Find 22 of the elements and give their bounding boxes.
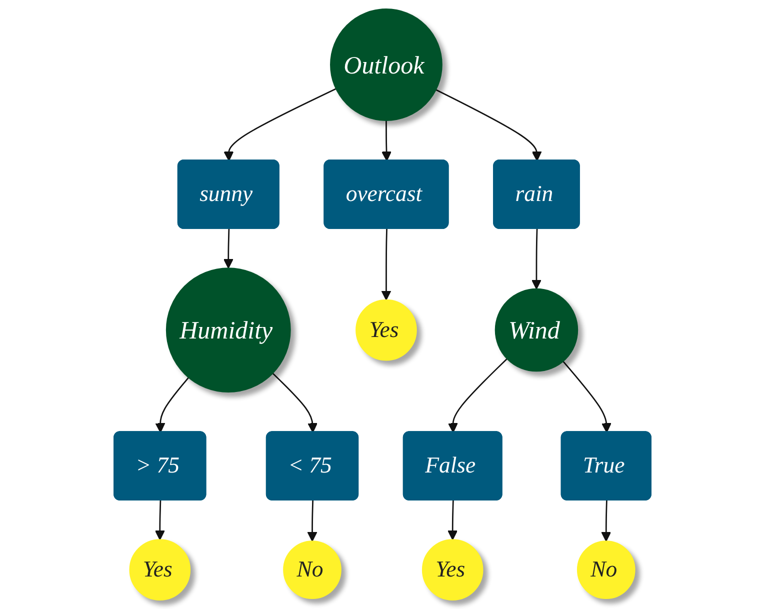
arrow [155,377,190,433]
node-circle: No [283,540,342,599]
arrow [224,88,336,162]
node-circle: Yes [422,539,484,600]
arrow [562,360,612,433]
arrow [531,228,542,290]
node-circle: Humidity [166,268,291,392]
arrow [307,500,318,542]
node-circle: Wind [494,288,578,372]
arrow [154,500,165,540]
node-circle: Outlook [330,8,442,121]
arrow [436,89,542,162]
arrow [382,120,392,162]
arrow [223,228,234,269]
arrow [381,228,392,300]
arrow [448,358,508,433]
node-circle: Yes [356,299,417,361]
node-circle: No [576,540,636,599]
arrow [601,500,612,542]
arrow [448,500,458,540]
node-circle: Yes [129,539,191,600]
arrow [272,372,318,433]
